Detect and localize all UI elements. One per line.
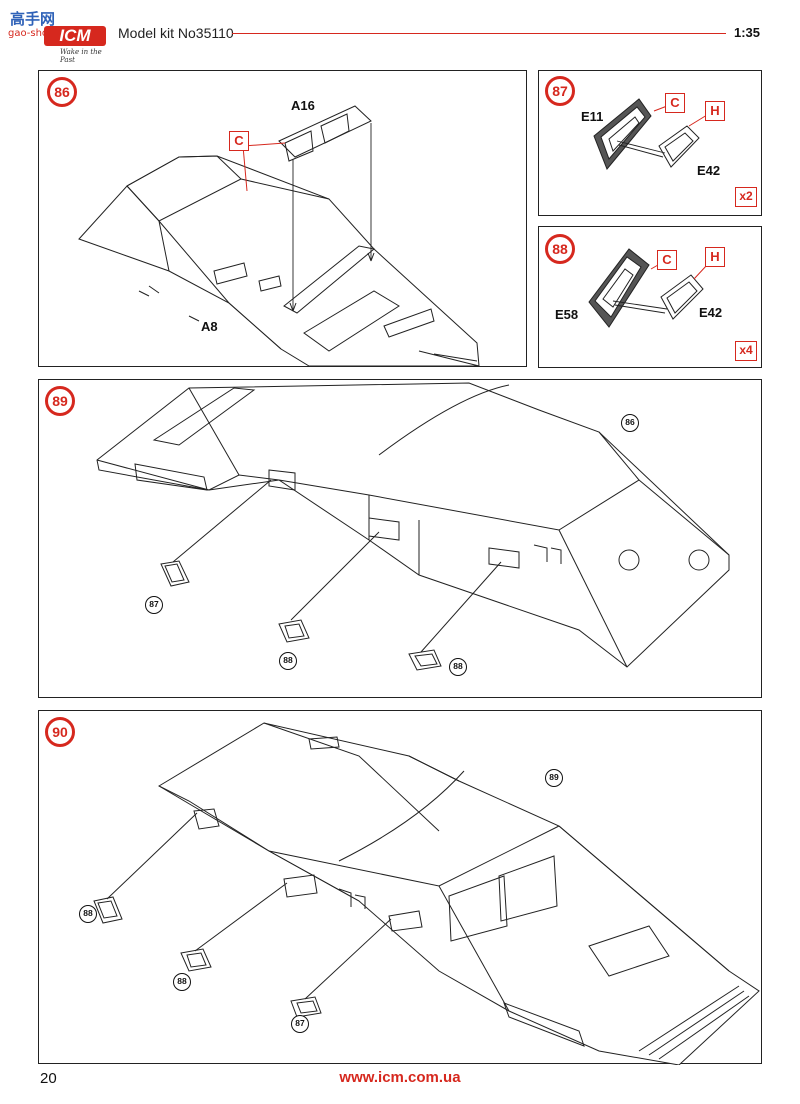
page-number: 20	[40, 1070, 57, 1087]
ref-step-88: 88	[449, 658, 467, 676]
step-90-number: 90	[45, 717, 75, 747]
color-mark-c: C	[229, 131, 249, 151]
color-mark-c: C	[657, 250, 677, 270]
scale-label: 1:35	[734, 25, 761, 40]
ref-step-88: 88	[79, 905, 97, 923]
ref-step-88: 88	[173, 973, 191, 991]
page-header: 高手网 gao-shou.com ICM Wake in the Past Mo…	[0, 0, 800, 64]
icm-logo: 高手网 gao-shou.com ICM Wake in the Past	[4, 2, 112, 64]
step-86-drawing	[78, 105, 480, 367]
part-label-a16: A16	[291, 98, 315, 113]
part-label-e11: E11	[581, 109, 604, 124]
brand-logo: ICM	[44, 26, 106, 46]
watermark-cn: 高手网	[10, 10, 56, 28]
step-89-panel: 89 86 87 88 88	[38, 379, 762, 698]
step-89-drawing	[96, 382, 730, 671]
quantity-mark: x4	[735, 341, 757, 361]
step-88-panel: 88 E58 E42 C H x4	[538, 226, 762, 368]
step-86-panel: 86 A16 A8 C	[38, 70, 527, 367]
ref-step-86: 86	[621, 414, 639, 432]
part-label-e58: E58	[555, 307, 579, 322]
color-mark-h: H	[705, 247, 725, 267]
part-label-a8: A8	[201, 319, 218, 334]
step-88-drawing	[588, 248, 708, 328]
step-87-number: 87	[545, 76, 575, 106]
header-divider	[232, 33, 726, 34]
quantity-mark: x2	[735, 187, 757, 207]
watermark-url: gao-shou.com	[8, 28, 79, 39]
ref-step-87: 87	[145, 596, 163, 614]
step-89-number: 89	[45, 386, 75, 416]
ref-step-87: 87	[291, 1015, 309, 1033]
step-90-drawing	[93, 722, 760, 1065]
step-88-number: 88	[545, 234, 575, 264]
step-87-drawing	[593, 98, 708, 170]
step-86-number: 86	[47, 77, 77, 107]
website-link[interactable]: www.icm.com.ua	[339, 1069, 461, 1086]
part-label-e42: E42	[699, 305, 723, 320]
step-87-panel: 87 E11 E42 C H x2	[538, 70, 762, 216]
ref-step-89: 89	[545, 769, 563, 787]
model-title: Model kit No35110	[118, 25, 234, 41]
brand-slogan: Wake in the Past	[60, 48, 102, 64]
color-mark-c: C	[665, 93, 685, 113]
part-label-e42: E42	[697, 163, 721, 178]
step-90-panel: 90 89 88 88 87	[38, 710, 762, 1065]
ref-step-88: 88	[279, 652, 297, 670]
color-mark-h: H	[705, 101, 725, 121]
